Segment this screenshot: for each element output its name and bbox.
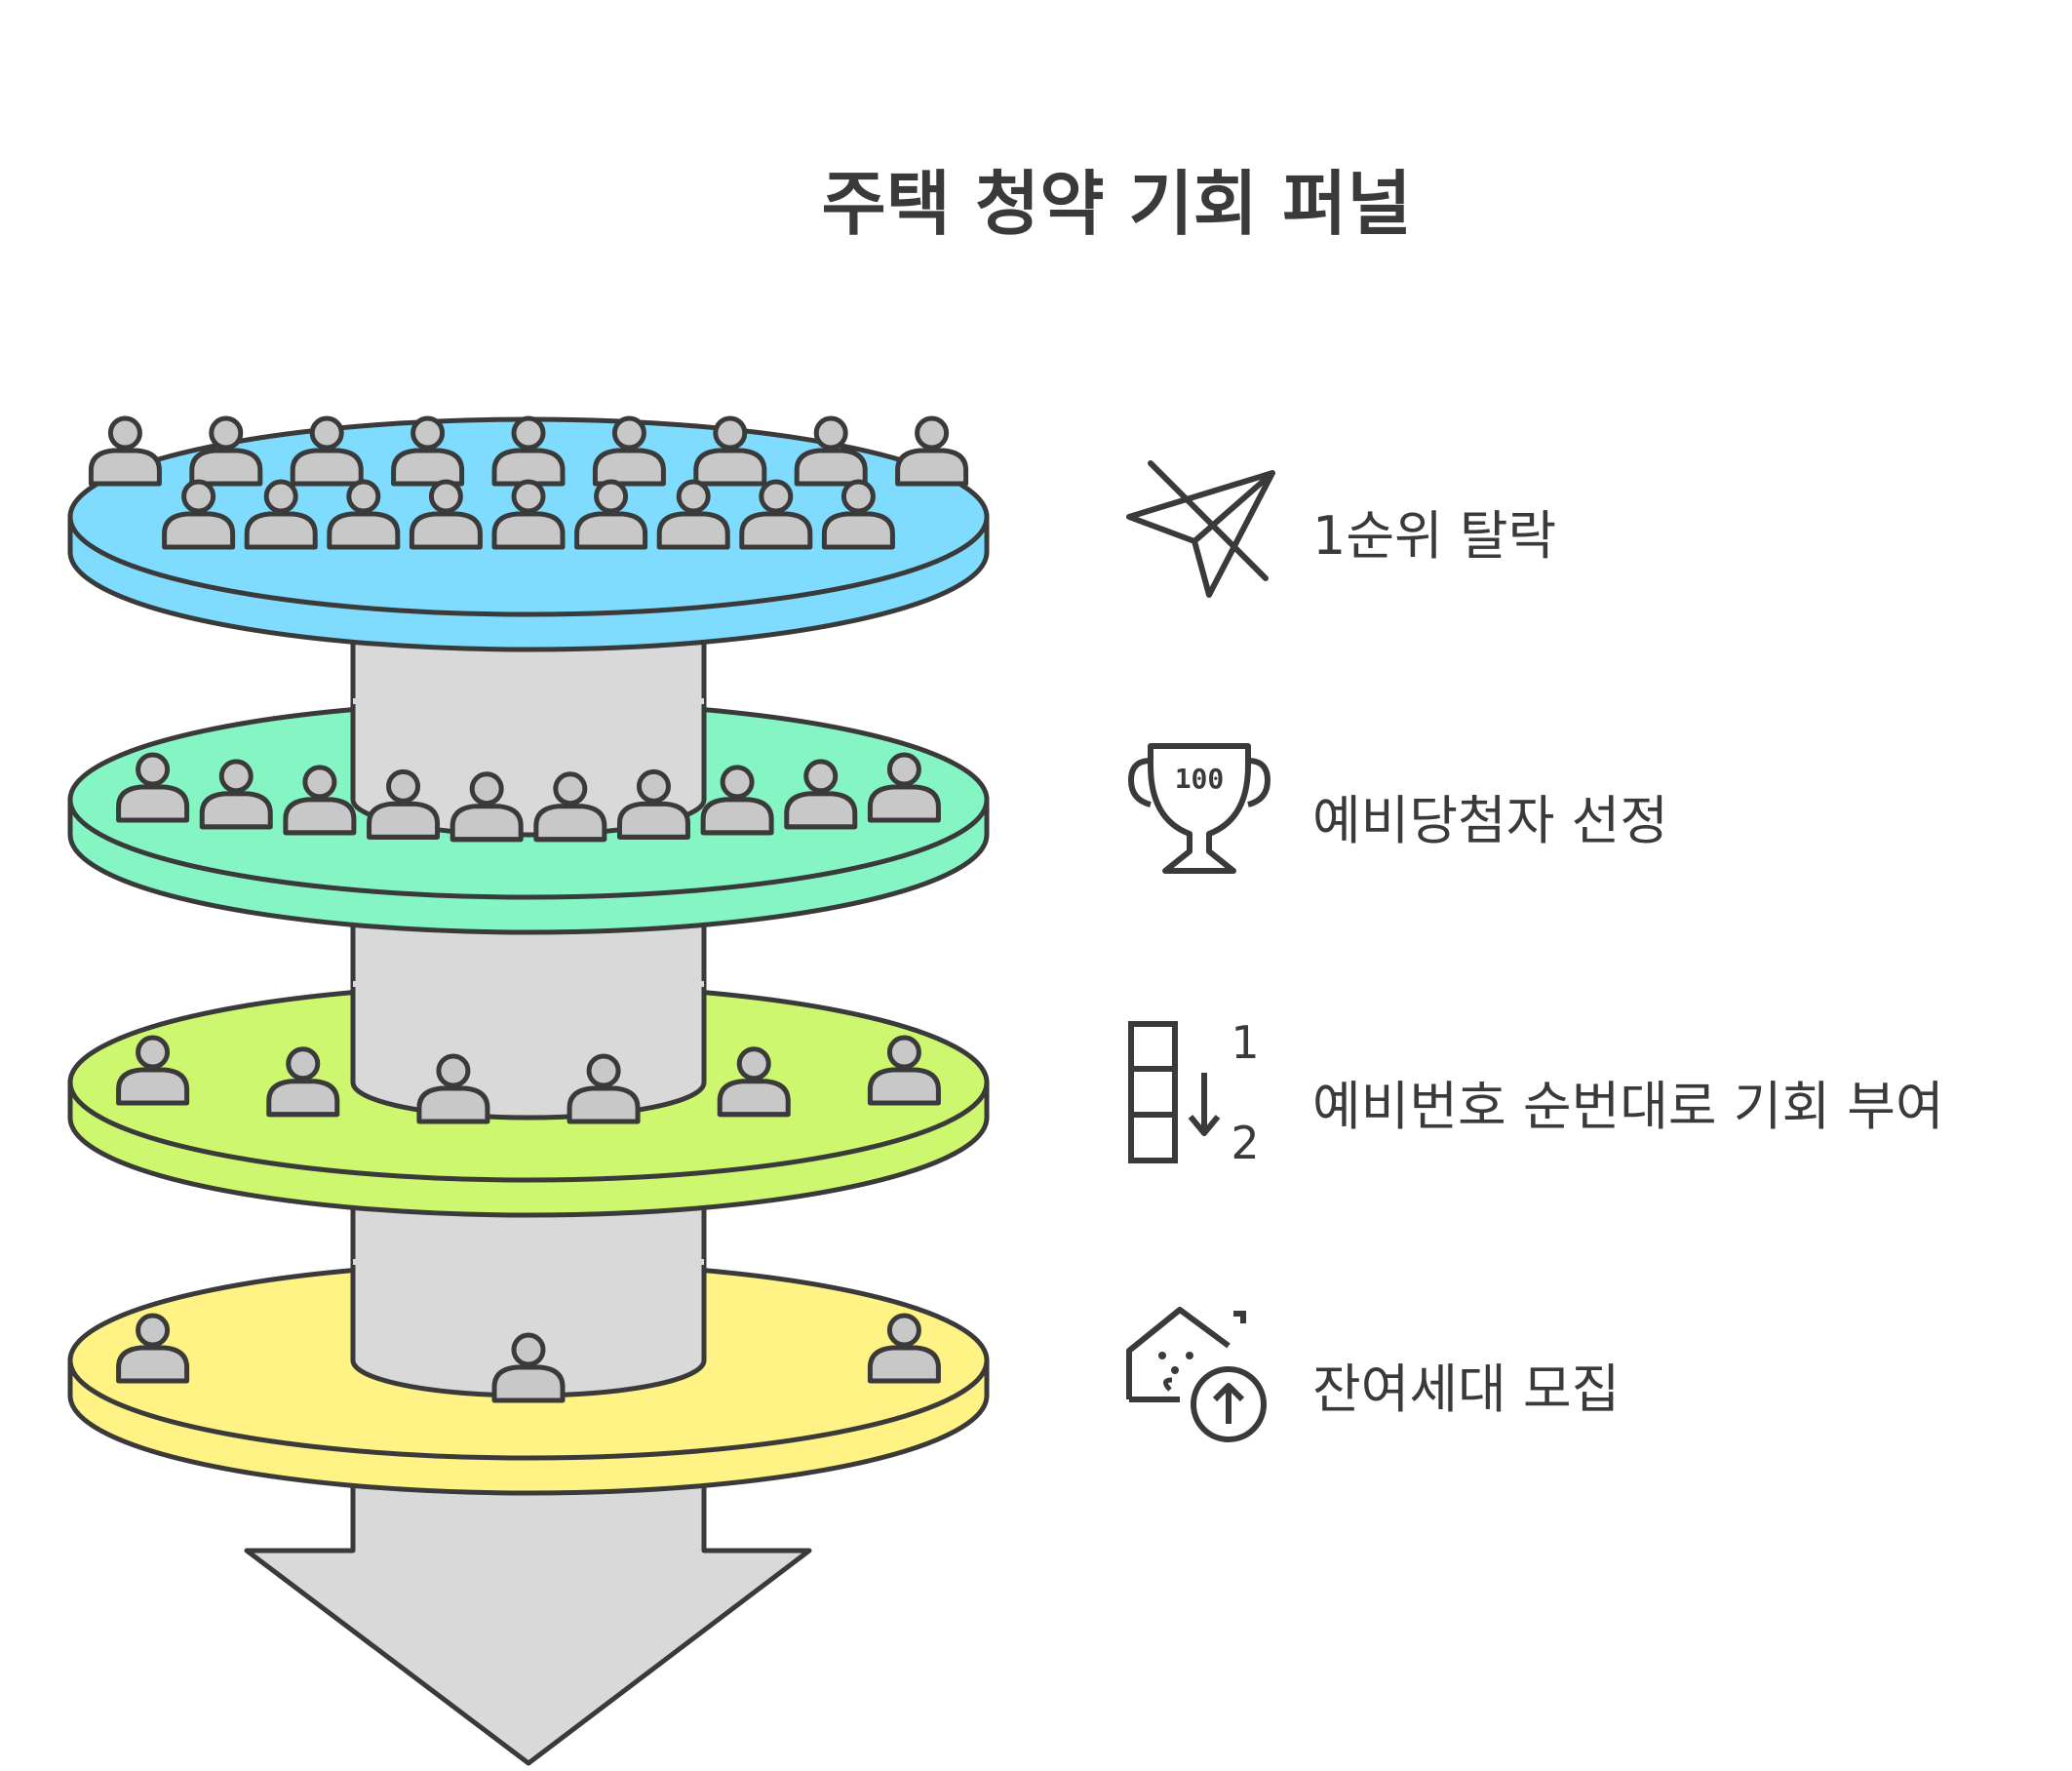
crossed-out-paper-plane-icon <box>1126 460 1275 598</box>
person-icon <box>367 768 441 840</box>
person-icon <box>391 415 465 487</box>
person-icon <box>283 765 357 836</box>
person-icon <box>574 479 648 550</box>
person-icon <box>656 479 730 550</box>
house-upload-icon <box>1126 1307 1267 1442</box>
person-icon <box>693 415 767 487</box>
stage-label-4: 잔여세대 모집 <box>1312 1358 1621 1420</box>
person-icon <box>533 771 607 843</box>
sort-numbers-icon: 1 2 <box>1128 1016 1260 1169</box>
person-icon <box>739 479 813 550</box>
person-icon <box>450 771 524 843</box>
person-icon <box>491 415 566 487</box>
person-icon <box>867 1035 941 1106</box>
person-icon <box>199 759 273 830</box>
person-icon <box>867 1313 941 1384</box>
person-icon <box>867 752 941 823</box>
sort-bottom-number: 2 <box>1231 1117 1259 1169</box>
person-icon <box>616 768 690 840</box>
stage-label-3: 예비번호 순번대로 기회 부여 <box>1312 1076 1944 1137</box>
person-icon <box>189 415 263 487</box>
person-icon <box>895 415 969 487</box>
person-icon <box>717 1046 791 1118</box>
person-icon <box>700 765 774 836</box>
person-icon <box>491 1332 566 1403</box>
funnel-disc-3 <box>67 981 990 1218</box>
stage-label-1: 1순위 탈락 <box>1312 505 1557 567</box>
person-icon <box>290 415 364 487</box>
trophy-100-icon: 100 <box>1127 743 1271 874</box>
person-icon <box>162 479 236 550</box>
person-icon <box>327 479 401 550</box>
person-icon <box>567 1053 641 1124</box>
diagram-title: 주택 청약 기회 퍼널 <box>821 163 1412 245</box>
person-icon <box>409 479 483 550</box>
trophy-text: 100 <box>1175 763 1225 795</box>
stage-label-2: 예비당첨자 선정 <box>1312 790 1668 851</box>
person-icon <box>266 1046 340 1118</box>
person-icon <box>116 1313 190 1384</box>
person-icon <box>88 415 162 487</box>
person-icon <box>491 479 566 550</box>
funnel-disc-1 <box>67 415 990 652</box>
person-icon <box>794 415 868 487</box>
person-icon <box>416 1053 490 1124</box>
person-icon <box>784 759 858 830</box>
funnel-disc-4 <box>67 1259 990 1496</box>
person-icon <box>244 479 318 550</box>
person-icon <box>116 752 190 823</box>
funnel-disc-2 <box>67 698 990 935</box>
sort-top-number: 1 <box>1231 1016 1259 1069</box>
person-icon <box>116 1035 190 1106</box>
person-icon <box>821 479 895 550</box>
